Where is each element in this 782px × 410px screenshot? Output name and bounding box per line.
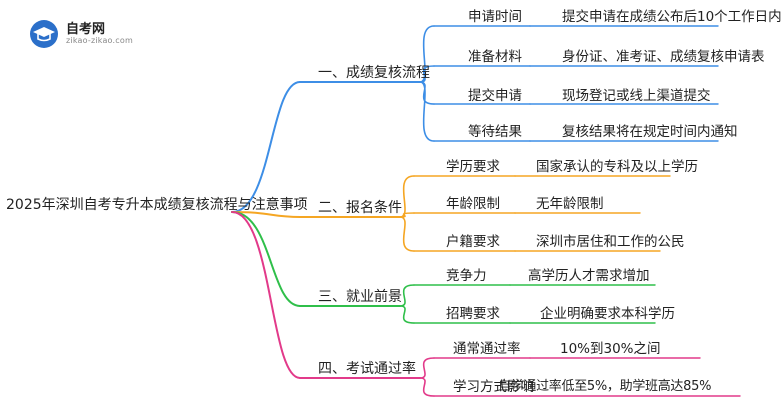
item-usual-rate-value: 10%到30%之间	[560, 341, 661, 357]
branch-career: 三、就业前景	[318, 289, 402, 305]
root-topic: 2025年深圳自考专升本成绩复核流程与注意事项	[6, 197, 308, 213]
sub-curve-3-1	[419, 377, 435, 397]
logo-title: 自考网	[66, 22, 106, 37]
item-usual-rate-key: 通常通过率	[453, 341, 521, 357]
item-submit-value: 现场登记或线上渠道提交	[562, 88, 711, 104]
sub-curve-1-2	[399, 216, 415, 252]
logo-url: zikao-zikao.com	[66, 36, 133, 45]
sub-curve-0-0	[419, 25, 435, 83]
item-hiring-value: 企业明确要求本科学历	[540, 306, 675, 322]
branch-curve-0	[231, 81, 301, 213]
connector-lines	[231, 25, 741, 397]
item-study-mode-key: 学习方式影响	[453, 379, 534, 395]
branch-review-process: 一、成绩复核流程	[318, 65, 430, 81]
branch-pass-rate: 四、考试通过率	[318, 361, 416, 377]
sub-curve-2-1	[399, 305, 415, 324]
item-wait-key: 等待结果	[468, 124, 522, 140]
branch-curve-2	[231, 211, 301, 307]
item-education-key: 学历要求	[446, 159, 500, 175]
sub-curve-2-0	[399, 284, 415, 307]
sub-curve-0-2	[419, 81, 435, 105]
item-residence-value: 深圳市居住和工作的公民	[536, 234, 685, 250]
sub-curve-3-0	[419, 357, 435, 379]
item-competitiveness-value: 高学历人才需求增加	[528, 268, 650, 284]
item-materials-value: 身份证、准考证、成绩复核申请表	[562, 49, 765, 65]
branch-eligibility: 二、报名条件	[318, 200, 402, 216]
item-study-mode-value: 自学通过率低至5%，助学班高达85%	[498, 379, 712, 394]
item-age-key: 年龄限制	[446, 196, 500, 212]
item-apply-time-value: 提交申请在成绩公布后10个工作日内	[562, 9, 782, 25]
item-competitiveness-key: 竞争力	[446, 268, 487, 284]
sub-curve-0-3	[419, 81, 435, 142]
mindmap: 自考网 zikao-zikao.com 2025年深圳自考专升本成绩复核流程与注…	[6, 9, 782, 397]
item-hiring-key: 招聘要求	[446, 306, 500, 322]
item-age-value: 无年龄限制	[536, 196, 604, 212]
graduation-cap-icon	[30, 20, 58, 48]
item-apply-time-key: 申请时间	[468, 9, 522, 25]
sub-curve-1-1	[399, 212, 415, 218]
item-residence-key: 户籍要求	[446, 234, 500, 250]
branch-curve-3	[231, 211, 301, 379]
item-submit-key: 提交申请	[468, 88, 522, 104]
site-logo: 自考网 zikao-zikao.com	[30, 18, 150, 50]
item-wait-value: 复核结果将在规定时间内通知	[562, 124, 738, 140]
item-education-value: 国家承认的专科及以上学历	[536, 159, 698, 175]
item-materials-key: 准备材料	[468, 49, 522, 65]
branch-curve-1	[231, 211, 301, 218]
sub-curve-1-0	[399, 175, 415, 218]
